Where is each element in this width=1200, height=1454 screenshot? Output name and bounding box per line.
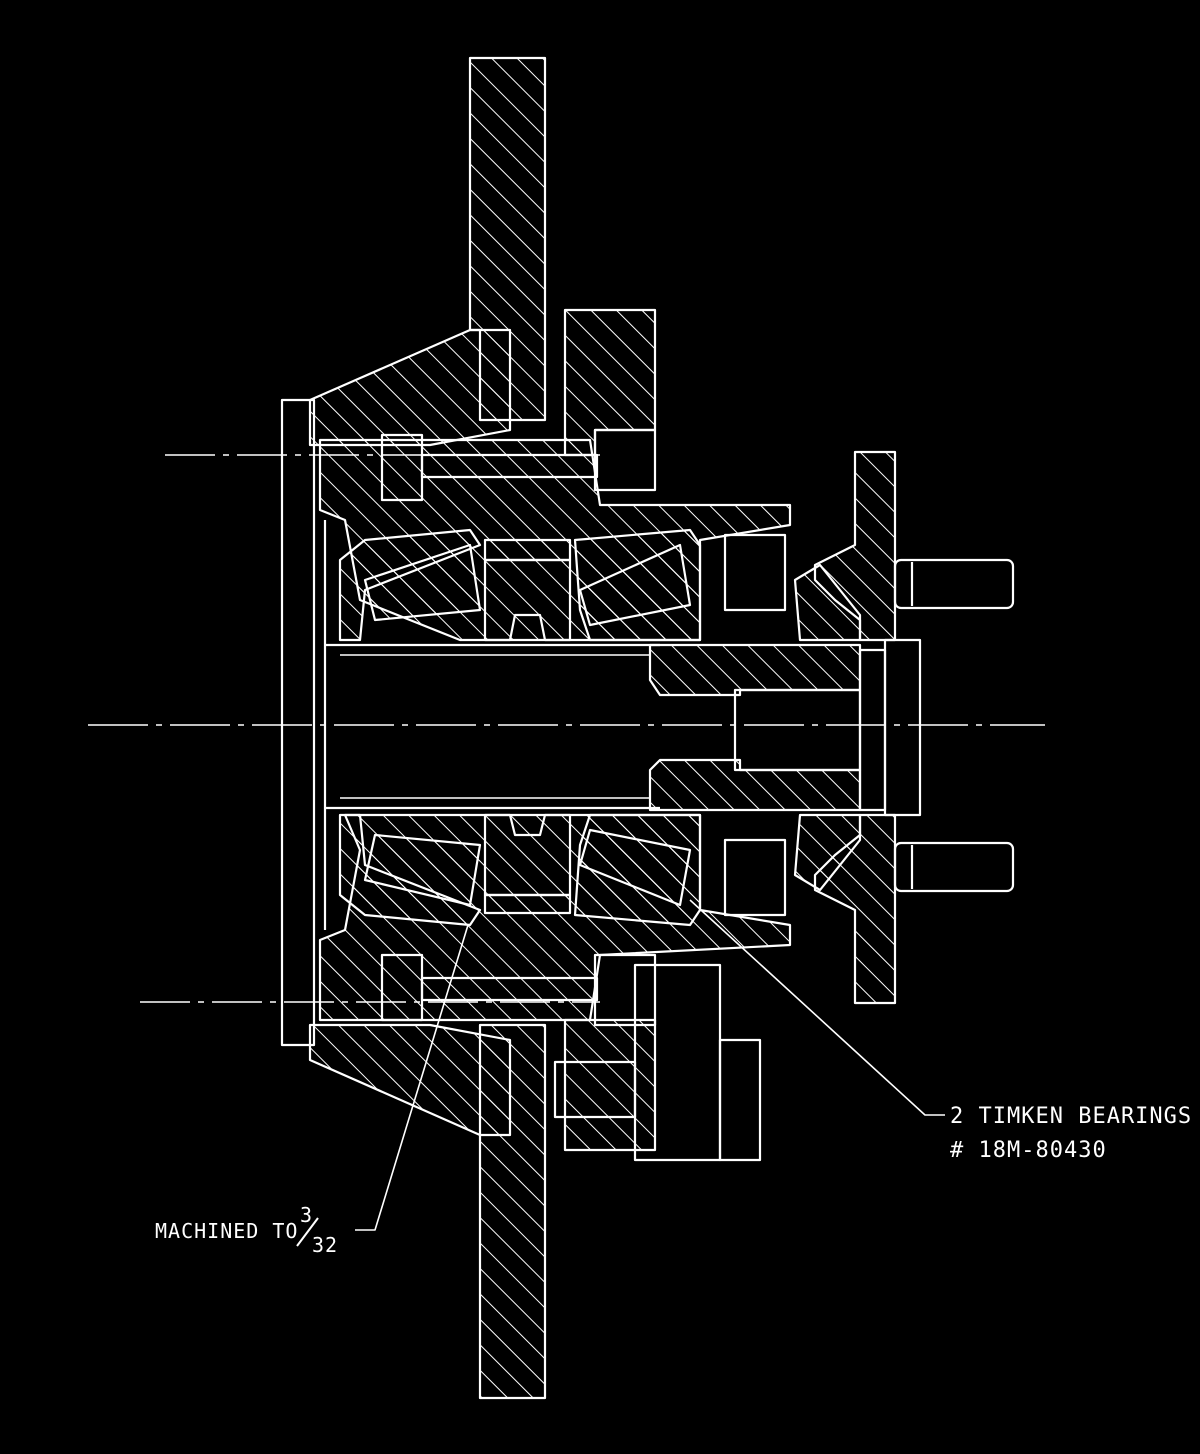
housing-cone-lower	[308, 1023, 512, 1137]
bearing-spacer-upper	[483, 558, 572, 642]
flange-web-lower	[793, 813, 862, 892]
dust-cap	[883, 638, 922, 817]
bearing-note-line1: 2 TIMKEN BEARINGS	[950, 1104, 1192, 1129]
housing-cone-upper	[308, 328, 512, 447]
bearing-cone-outboard-lower	[573, 813, 702, 927]
machined-fraction-numerator: 3	[300, 1203, 313, 1227]
seal-housing-upper	[723, 533, 787, 612]
bearing-cup-block-lower	[593, 953, 657, 1027]
machined-fraction-denominator: 32	[312, 1233, 338, 1257]
mounting-bolt-lower-shank	[420, 976, 599, 1002]
bearing-cone-inboard-lower	[338, 813, 482, 927]
wheel-stud-lower	[893, 841, 1015, 893]
spacer-band-upper	[483, 538, 572, 562]
caliper-bolt-lower-end	[718, 1038, 762, 1162]
mounting-bolt-upper-shank	[420, 453, 599, 479]
caliper-bracket-lower	[563, 1018, 657, 1152]
leader-line-bearings	[689, 899, 945, 1116]
bearing-cone-outboard-upper	[573, 528, 702, 642]
spindle-end-lower	[648, 758, 862, 812]
wheel-stud-upper	[893, 558, 1015, 610]
spacer-band-lower	[483, 893, 572, 915]
spindle-end-upper	[648, 643, 862, 697]
spindle-nut	[733, 688, 862, 772]
caliper-bracket-upper	[563, 308, 657, 457]
flange-web-upper	[793, 563, 862, 642]
backing-plate	[280, 398, 316, 1047]
bearing-cup-block-upper	[593, 428, 657, 492]
bearing-note-line2: # 18M-80430	[950, 1138, 1107, 1163]
seal-housing-lower	[723, 838, 787, 917]
spindle-washer	[858, 648, 887, 812]
leader-line-machined	[355, 924, 469, 1231]
fraction-bar	[296, 1217, 319, 1247]
machined-note: MACHINED TO	[155, 1219, 298, 1243]
bearing-cone-inboard-upper	[338, 528, 482, 642]
